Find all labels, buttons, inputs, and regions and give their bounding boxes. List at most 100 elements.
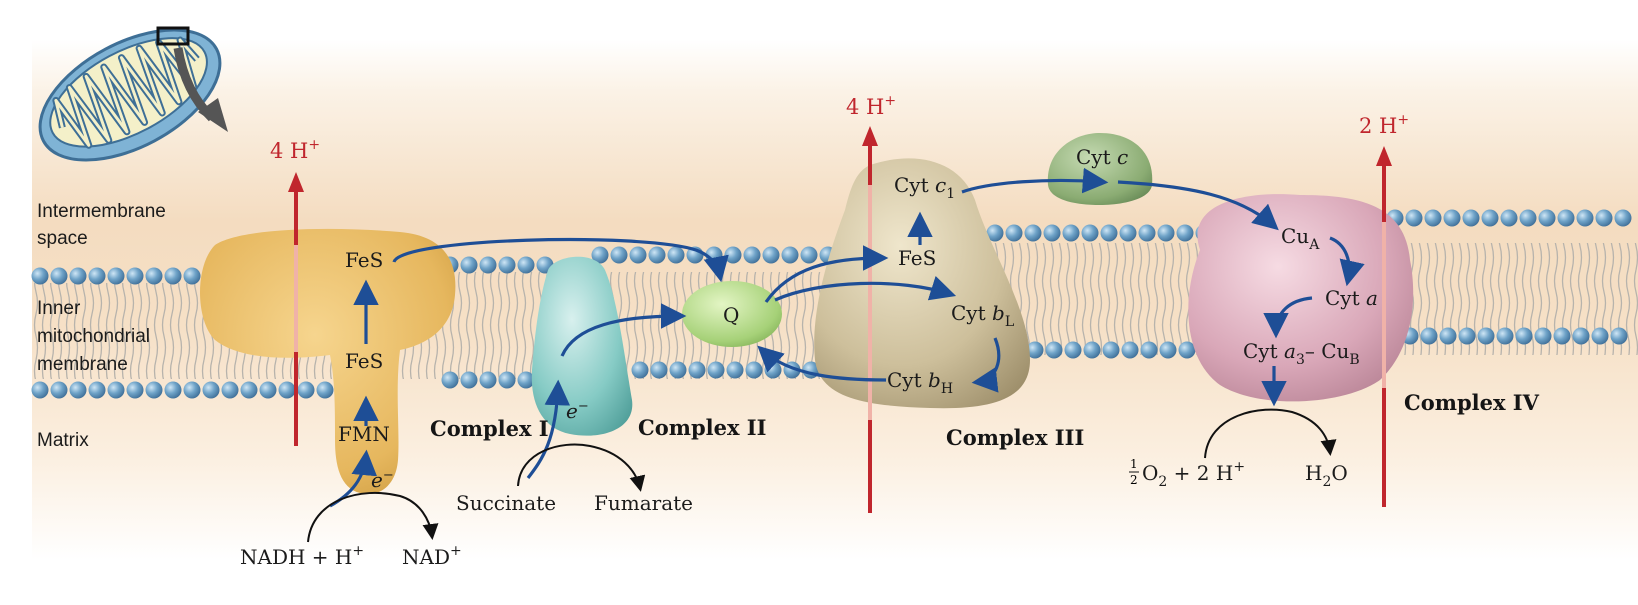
lipid-head-outer	[1082, 225, 1099, 242]
svg-text:2: 2	[1130, 473, 1138, 487]
lipid-head-inner	[70, 382, 87, 399]
complex-i-label: Complex I	[430, 416, 549, 441]
lipid-head-inner	[260, 382, 277, 399]
lipid-head-inner	[632, 362, 649, 379]
lipid-head-inner	[1459, 328, 1476, 345]
lipid-head-inner	[1141, 342, 1158, 359]
lipid-head-outer	[744, 247, 761, 264]
nadh-label: NADH + H+	[240, 543, 364, 569]
lipid-head-outer	[127, 268, 144, 285]
fmn-label: FMN	[338, 422, 390, 446]
inner-line-1: Inner	[37, 298, 81, 319]
lipid-head-inner	[51, 382, 68, 399]
region-matrix: Matrix	[37, 430, 89, 451]
lipid-head-outer	[1101, 225, 1118, 242]
lipid-head-inner	[1554, 328, 1571, 345]
lipid-head-outer	[1139, 225, 1156, 242]
lipid-head-inner	[108, 382, 125, 399]
lipid-head-inner	[670, 362, 687, 379]
inner-line-2: mitochondrial	[37, 326, 150, 347]
lipid-head-inner	[241, 382, 258, 399]
lipid-head-inner	[89, 382, 106, 399]
lipid-head-inner	[1497, 328, 1514, 345]
lipid-head-inner	[765, 362, 782, 379]
lipid-head-outer	[1520, 210, 1537, 227]
cyt-c-label: Cyt c	[1076, 145, 1128, 169]
lipid-head-inner	[1046, 342, 1063, 359]
lipid-head-outer	[763, 247, 780, 264]
lipid-head-inner	[127, 382, 144, 399]
lipid-head-outer	[461, 257, 478, 274]
lipid-head-inner	[1535, 328, 1552, 345]
lipid-head-outer	[668, 247, 685, 264]
lipid-head-inner	[222, 382, 239, 399]
nad-label: NAD+	[402, 543, 462, 569]
lipid-head-inner	[146, 382, 163, 399]
lipid-head-inner	[1592, 328, 1609, 345]
lipid-head-outer	[1463, 210, 1480, 227]
lipid-head-inner	[1084, 342, 1101, 359]
lipid-head-inner	[32, 382, 49, 399]
lipid-head-outer	[51, 268, 68, 285]
lipid-head-outer	[108, 268, 125, 285]
lipid-head-outer	[1044, 225, 1061, 242]
complex-iv-label: Complex IV	[1404, 390, 1540, 415]
lipid-head-outer	[184, 268, 201, 285]
complex-ii-label: Complex II	[638, 415, 766, 440]
lipid-head-inner	[480, 372, 497, 389]
lipid-head-inner	[1440, 328, 1457, 345]
lipid-head-outer	[611, 247, 628, 264]
lipid-head-inner	[1103, 342, 1120, 359]
lipid-head-outer	[1615, 210, 1632, 227]
lipid-head-outer	[1158, 225, 1175, 242]
fumarate-label: Fumarate	[594, 491, 693, 515]
lipid-head-outer	[480, 257, 497, 274]
lipid-head-outer	[1025, 225, 1042, 242]
svg-text:1: 1	[1130, 457, 1138, 471]
lipid-head-inner	[689, 362, 706, 379]
lipid-head-inner	[184, 382, 201, 399]
lipid-head-outer	[1444, 210, 1461, 227]
lipid-head-inner	[1421, 328, 1438, 345]
lipid-head-outer	[1063, 225, 1080, 242]
cyt-a-label: Cyt a	[1325, 286, 1378, 310]
lipid-head-outer	[1425, 210, 1442, 227]
intermembrane-line-1: Intermembrane	[37, 201, 166, 222]
lipid-head-inner	[727, 362, 744, 379]
lipid-head-outer	[782, 247, 799, 264]
complex-iii-label: Complex III	[946, 425, 1084, 450]
lipid-head-outer	[1539, 210, 1556, 227]
lipid-head-inner	[1065, 342, 1082, 359]
lipid-head-inner	[461, 372, 478, 389]
lipid-head-inner	[1122, 342, 1139, 359]
lipid-head-outer	[630, 247, 647, 264]
lipid-head-inner	[279, 382, 296, 399]
fes-top-label: FeS	[345, 248, 383, 272]
lipid-head-outer	[1482, 210, 1499, 227]
lipid-head-inner	[1611, 328, 1628, 345]
lipid-head-outer	[649, 247, 666, 264]
lipid-head-inner	[1160, 342, 1177, 359]
lipid-head-inner	[442, 372, 459, 389]
lipid-head-inner	[708, 362, 725, 379]
lipid-head-inner	[203, 382, 220, 399]
lipid-head-inner	[317, 382, 334, 399]
lipid-head-inner	[746, 362, 763, 379]
lipid-head-inner	[499, 372, 516, 389]
lipid-head-inner	[1478, 328, 1495, 345]
lipid-head-outer	[1596, 210, 1613, 227]
lipid-head-inner	[1516, 328, 1533, 345]
lipid-head-outer	[1577, 210, 1594, 227]
lipid-head-inner	[165, 382, 182, 399]
fes-mid-label: FeS	[345, 349, 383, 373]
lipid-head-outer	[1120, 225, 1137, 242]
lipid-head-outer	[518, 257, 535, 274]
lipid-head-outer	[70, 268, 87, 285]
lipid-head-outer	[146, 268, 163, 285]
lipid-head-outer	[499, 257, 516, 274]
lipid-head-outer	[89, 268, 106, 285]
lipid-head-outer	[1406, 210, 1423, 227]
lipid-head-outer	[725, 247, 742, 264]
